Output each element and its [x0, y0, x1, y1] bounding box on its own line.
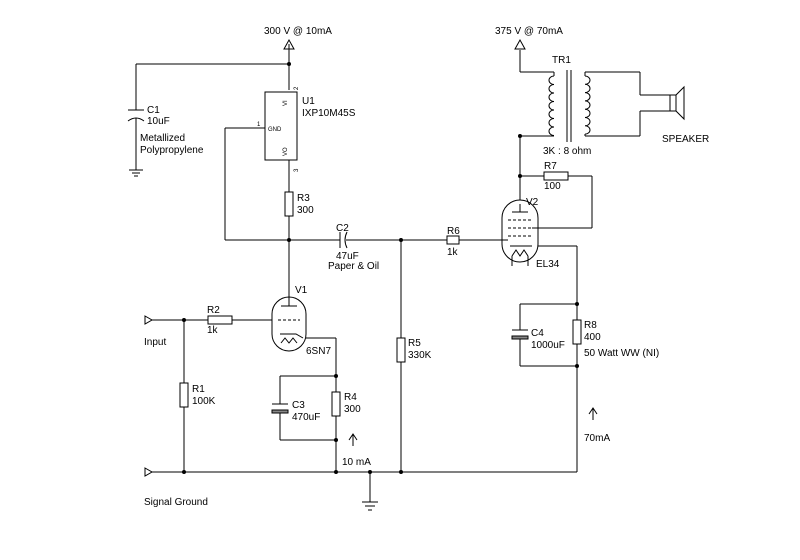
supply-label-output: 375 V @ 70mA — [495, 26, 563, 37]
resistor-r6 — [446, 235, 460, 245]
capacitor-c1 — [127, 109, 145, 122]
resistor-r2 — [207, 315, 233, 325]
ground-terminal-icon — [144, 467, 154, 477]
r2-value: 1k — [207, 325, 219, 336]
current-arrow-10ma — [348, 433, 358, 446]
v2-tube: EL34 — [536, 259, 560, 270]
tr1-ref: TR1 — [552, 55, 571, 66]
v1-ref: V1 — [295, 285, 308, 296]
r5-value: 330K — [408, 350, 432, 361]
u1-ref: U1 — [302, 96, 315, 107]
c2-value: 47uF — [336, 251, 359, 262]
c2-note: Paper & Oil — [328, 261, 379, 272]
tube-v2 — [500, 199, 540, 266]
resistor-r1 — [179, 382, 189, 408]
v2-ref: V2 — [526, 197, 539, 208]
c3-ref: C3 — [292, 400, 305, 411]
r4-value: 300 — [344, 404, 361, 415]
u1-pin-1: 1 — [257, 122, 261, 128]
c2-ref: C2 — [336, 223, 349, 234]
r4-ref: R4 — [344, 392, 357, 403]
capacitor-c3 — [271, 403, 289, 414]
r5-ref: R5 — [408, 338, 421, 349]
u1-pin-vi: VI — [283, 100, 289, 106]
supply-label-preamp: 300 V @ 10mA — [264, 26, 332, 37]
r8-note: 50 Watt WW (NI) — [584, 348, 659, 359]
current-arrow-70ma — [588, 407, 598, 420]
supply-arrow-preamp — [283, 38, 295, 50]
c3-value: 470uF — [292, 412, 320, 423]
tr1-ratio: 3K : 8 ohm — [543, 146, 591, 157]
c1-value: 10uF — [147, 116, 170, 127]
resistor-r4 — [331, 391, 341, 417]
r3-value: 300 — [297, 205, 314, 216]
ground-symbol-c1 — [129, 169, 143, 177]
u1-pin-gnd: GND — [268, 127, 282, 133]
r8-value: 400 — [584, 332, 601, 343]
transformer-tr1 — [548, 70, 591, 142]
c1-note-2: Polypropylene — [140, 145, 204, 156]
r8-ref: R8 — [584, 320, 597, 331]
capacitor-c4 — [511, 329, 529, 340]
u1-pin-2: 2 — [294, 86, 300, 90]
r7-ref: R7 — [544, 161, 557, 172]
c1-note-1: Metallized — [140, 133, 185, 144]
u1-pin-3: 3 — [294, 168, 300, 172]
r7-value: 100 — [544, 181, 561, 192]
input-terminal-icon — [144, 315, 154, 325]
capacitor-c2 — [339, 231, 348, 249]
junction-dots — [182, 62, 579, 474]
r1-value: 100K — [192, 396, 216, 407]
c1-ref: C1 — [147, 105, 160, 116]
speaker-label: SPEAKER — [662, 134, 709, 145]
resistor-r7 — [543, 171, 569, 181]
current-label-70ma: 70mA — [584, 433, 610, 444]
r6-value: 1k — [447, 247, 459, 258]
c4-value: 1000uF — [531, 340, 565, 351]
c4-ref: C4 — [531, 328, 544, 339]
r1-ref: R1 — [192, 384, 205, 395]
v1-tube: 6SN7 — [306, 346, 331, 357]
resistor-r8 — [572, 319, 582, 345]
r6-ref: R6 — [447, 226, 460, 237]
current-label-10ma: 10 mA — [342, 457, 371, 468]
speaker-icon — [669, 85, 685, 121]
regulator-u1 — [264, 91, 298, 161]
signal-ground-label: Signal Ground — [144, 497, 208, 508]
r3-ref: R3 — [297, 193, 310, 204]
input-label: Input — [144, 337, 166, 348]
u1-pin-vo: VO — [283, 147, 289, 156]
wires — [135, 50, 670, 502]
resistor-r5 — [396, 337, 406, 363]
r2-ref: R2 — [207, 305, 220, 316]
supply-arrow-output — [514, 38, 526, 50]
resistor-r3 — [284, 191, 294, 217]
ground-symbol-main — [362, 501, 378, 511]
u1-part: IXP10M45S — [302, 108, 356, 119]
tube-v1 — [271, 296, 307, 352]
